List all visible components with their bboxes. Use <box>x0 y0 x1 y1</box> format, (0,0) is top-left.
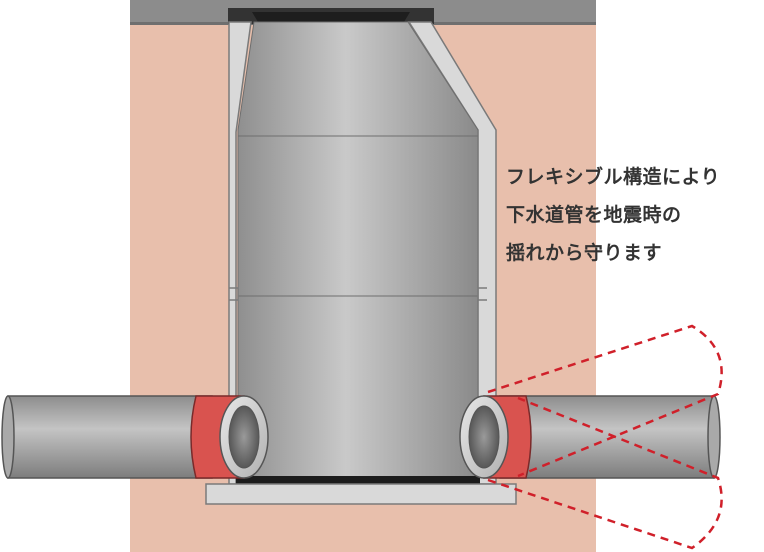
caption-line-2: 下水道管を地震時の <box>506 204 682 226</box>
caption-line-1: フレキシブル構造により <box>506 166 721 188</box>
base-seal <box>236 476 480 484</box>
caption-line-3: 揺れから守ります <box>506 242 663 264</box>
lower-section <box>237 295 479 479</box>
sewer-pipe-right <box>459 395 721 479</box>
sway-range-indicator <box>487 324 723 550</box>
manhole-lid <box>252 12 410 22</box>
sewer-pipe-left <box>1 395 269 479</box>
caption: フレキシブル構造により 下水道管を地震時の 揺れから守ります <box>506 158 756 272</box>
base-slab <box>205 483 517 505</box>
middle-section <box>237 135 479 297</box>
